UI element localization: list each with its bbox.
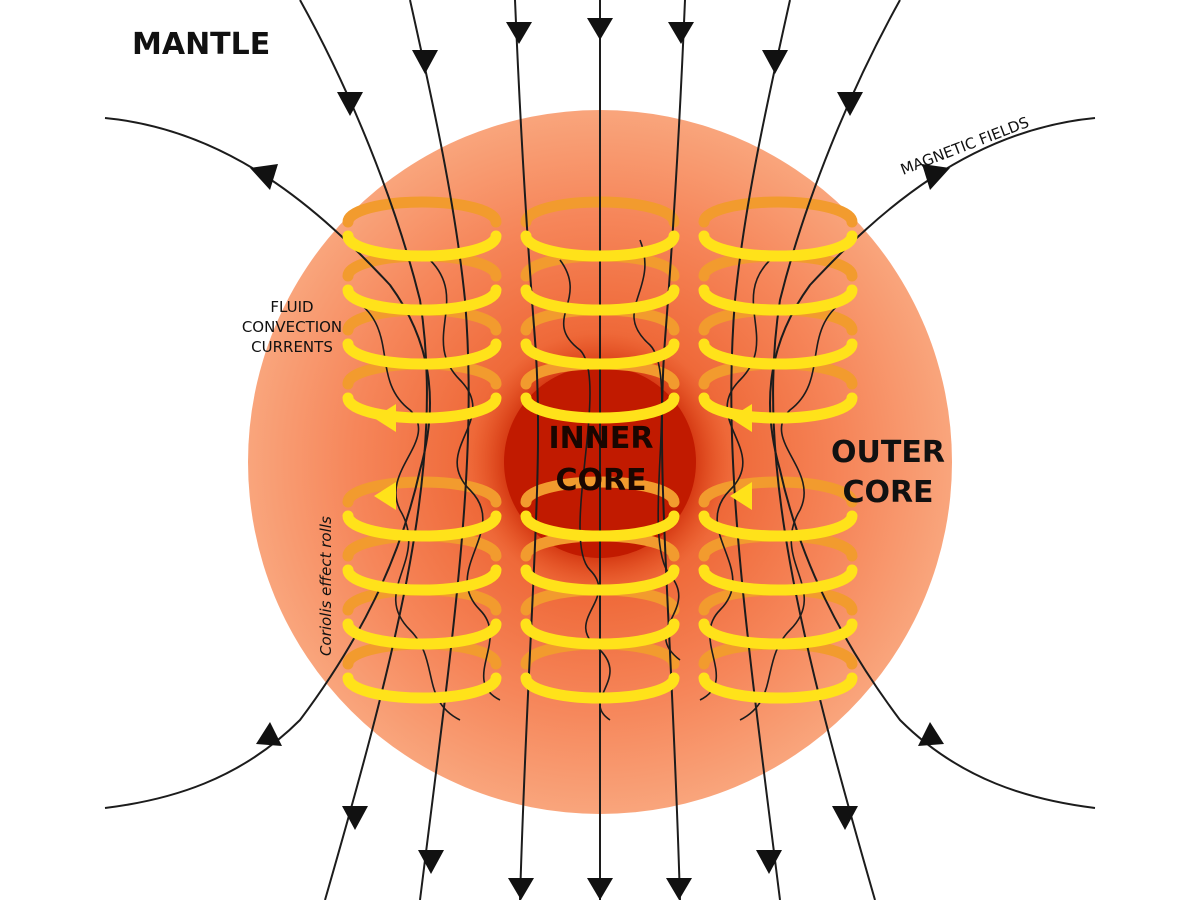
internal-field-line: [559, 259, 611, 721]
arrowhead-left-icon: [922, 164, 950, 190]
fluid-label-line2: CONVECTION: [242, 318, 342, 336]
magnetic-fields-label: MAGNETIC FIELDS: [898, 113, 1031, 179]
convection-roll-front-arc: [698, 230, 858, 262]
arrowhead-down-icon: [762, 50, 788, 74]
convection-roll-front-arc: [520, 230, 680, 262]
outer-core-label-line1: OUTER: [831, 435, 945, 470]
convection-roll-front-arc: [342, 672, 502, 704]
convection-roll-arrow-icon: [374, 404, 396, 432]
internal-field-line: [354, 299, 461, 721]
convection-roll-arrow-icon: [374, 482, 396, 510]
arrowhead-down-icon: [587, 18, 613, 40]
convection-roll-front-arc: [520, 338, 680, 370]
convection-roll-arrow-icon: [730, 404, 752, 432]
field-line: [769, 117, 1096, 809]
convection-roll-back-arc: [698, 196, 858, 228]
convection-roll-front-arc: [342, 392, 502, 424]
inner-core-label-line1: INNER: [549, 421, 654, 456]
field-arrowheads: [250, 18, 950, 900]
outer-core-label: OUTER CORE: [831, 435, 945, 510]
convection-roll-front-arc: [698, 284, 858, 316]
convection-roll-front-arc: [342, 338, 502, 370]
convection-roll-front-arc: [342, 510, 502, 542]
arrowhead-right-icon: [250, 164, 278, 190]
arrowhead-down-icon: [412, 50, 438, 74]
convection-roll-front-arc: [342, 618, 502, 650]
convection-roll-front-arc: [520, 618, 680, 650]
arrowhead-down-icon: [508, 878, 534, 900]
arrowhead-down-icon: [832, 806, 858, 830]
inner-core-label-line2: CORE: [555, 463, 646, 498]
internal-field-line: [739, 299, 846, 721]
convection-roll-front-arc: [520, 672, 680, 704]
convection-roll-front-arc: [342, 284, 502, 316]
arrowhead-down-icon: [756, 850, 782, 874]
arrowhead-down-icon: [668, 22, 694, 44]
fluid-convection-label: FLUID CONVECTION CURRENTS: [242, 298, 342, 356]
convection-roll-front-arc: [520, 284, 680, 316]
arrowhead-down-icon: [342, 806, 368, 830]
inner-core-label: INNER CORE: [549, 421, 654, 498]
convection-roll-front-arc: [342, 230, 502, 262]
mantle-label: MANTLE: [132, 27, 270, 62]
arrowhead-down-icon: [666, 878, 692, 900]
convection-roll-front-arc: [698, 392, 858, 424]
field-line: [104, 117, 431, 809]
coriolis-label: Coriolis effect rolls: [317, 516, 335, 656]
fluid-label-line3: CURRENTS: [251, 338, 333, 356]
convection-roll-front-arc: [520, 564, 680, 596]
convection-roll-front-arc: [698, 618, 858, 650]
convection-roll-front-arc: [698, 338, 858, 370]
convection-roll-front-arc: [698, 672, 858, 704]
convection-roll-front-arc: [698, 510, 858, 542]
convection-roll-front-arc: [520, 392, 680, 424]
arrowhead-down-icon: [837, 92, 863, 116]
arrowhead-left-icon: [256, 722, 282, 746]
fluid-label-line1: FLUID: [270, 298, 313, 316]
arrowhead-down-icon: [587, 878, 613, 900]
arrowhead-down-icon: [337, 92, 363, 116]
convection-roll-back-arc: [342, 196, 502, 228]
convection-roll-arrow-icon: [730, 482, 752, 510]
convection-roll-front-layer: [342, 230, 858, 704]
arrowhead-down-icon: [506, 22, 532, 44]
convection-roll-front-arc: [698, 564, 858, 596]
convection-roll-front-arc: [342, 564, 502, 596]
convection-roll-front-arc: [520, 510, 680, 542]
arrowhead-down-icon: [418, 850, 444, 874]
outer-core-label-line2: CORE: [842, 475, 933, 510]
arrowhead-right-icon: [918, 722, 944, 746]
